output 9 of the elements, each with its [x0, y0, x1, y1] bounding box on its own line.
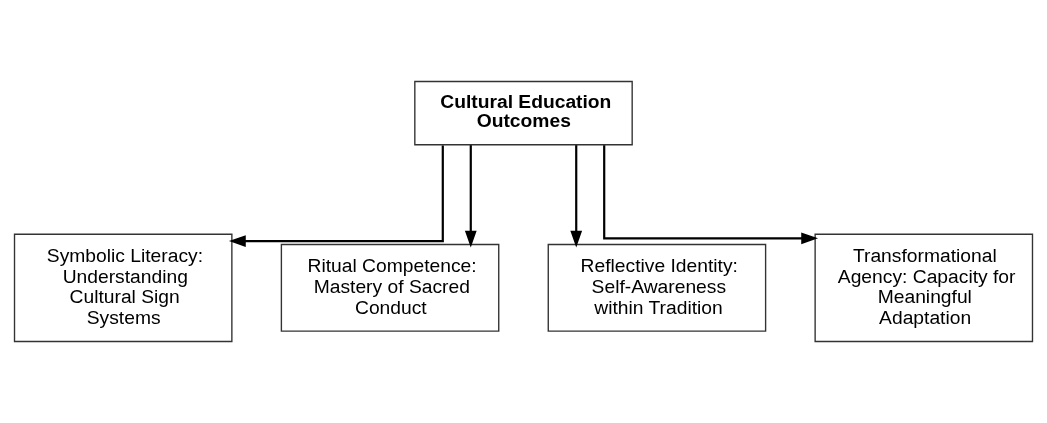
arrow	[603, 145, 819, 245]
arrow	[570, 145, 583, 248]
arrow	[228, 145, 444, 247]
node-box: Cultural Education Outcomes	[414, 80, 633, 146]
arrow	[464, 145, 477, 248]
node-box: Reflective Identity: Self-Awareness within Tradition	[547, 243, 767, 332]
node-box: Transformational Agency: Capacity for Meaningful Adaptation	[814, 233, 1034, 343]
node-box: Ritual Competence: Mastery of Sacred Conduct	[280, 243, 500, 332]
node-box: Symbolic Literacy: Understanding Cultural Sign Systems	[13, 233, 233, 343]
